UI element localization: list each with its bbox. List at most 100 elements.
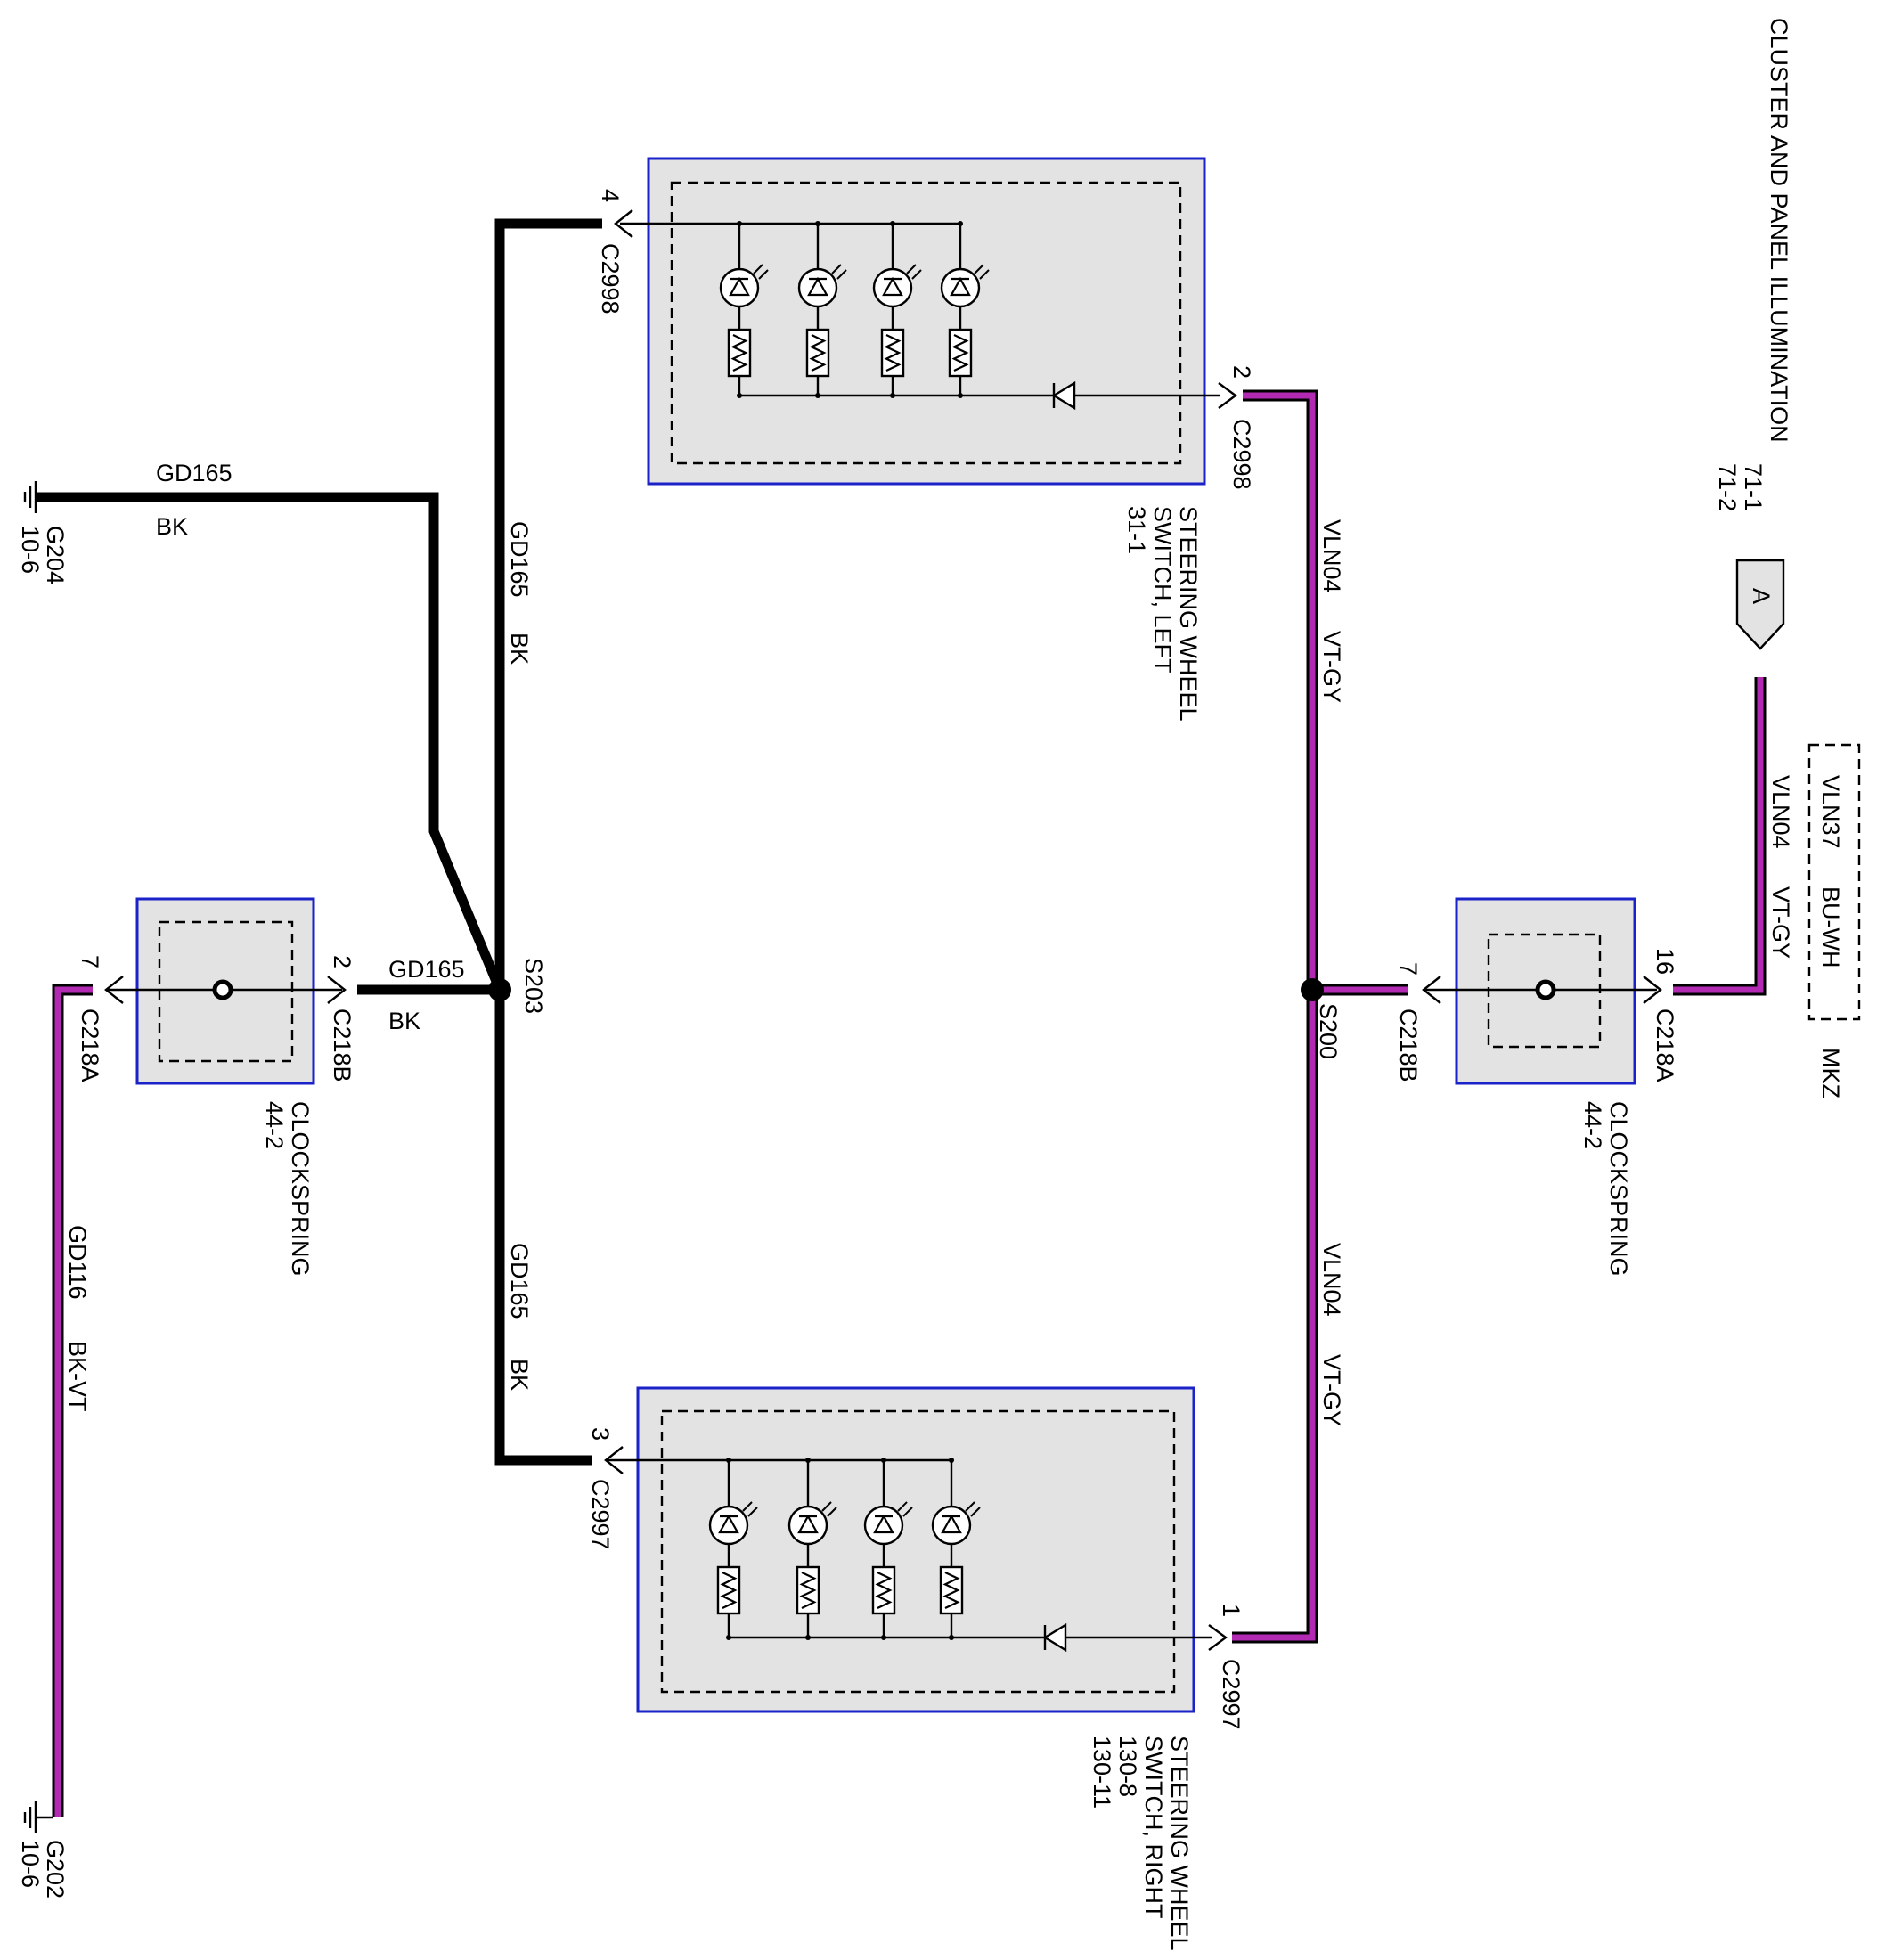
- connector-c218a-pin7-left-arrow: [104, 976, 124, 1004]
- resistor-icon: [796, 1565, 820, 1615]
- steering-switch-left: [620, 157, 1220, 486]
- ground-g202-name: G202: [42, 1840, 69, 1899]
- pin-c2997-3: 3: [587, 1427, 614, 1441]
- pin-c218b-7-right: 7: [1395, 962, 1422, 976]
- right-led-branch-1: [708, 1458, 758, 1640]
- right-led-branch-2: [787, 1458, 837, 1640]
- connector-c2997-pin1-arrow: [1208, 1624, 1228, 1651]
- connector-c218b-pin7-right-arrow: [1422, 976, 1441, 1004]
- connector-c2998-pin4-arrow: [614, 209, 633, 238]
- left-led-branch-1: [719, 221, 769, 398]
- connector-c218b-pin2-left-arrow: [327, 976, 347, 1004]
- label-clockspring-left: CLOCKSPRING 44-2: [261, 1101, 314, 1277]
- led-icon: [931, 1501, 981, 1546]
- left-led-branch-3: [872, 221, 922, 398]
- right-led-branch-3: [863, 1458, 913, 1640]
- ground-g204-page: 10-6: [17, 526, 44, 574]
- led-icon: [872, 264, 922, 308]
- pin-c218a-7-left: 7: [77, 955, 103, 968]
- svg-text:44-2: 44-2: [261, 1101, 288, 1149]
- connector-c218b-right-id: C218B: [1395, 1009, 1422, 1082]
- wire-label-gd165-top-color: BK: [156, 513, 188, 540]
- svg-text:130-11: 130-11: [1089, 1735, 1115, 1809]
- connector-ref-tag: [1735, 559, 1785, 650]
- ground-symbol-g204: [23, 481, 37, 513]
- option-dashed-box: [1807, 743, 1861, 1021]
- title-line-3: 71-2: [1714, 463, 1741, 511]
- pin-c2998-2: 2: [1228, 365, 1255, 379]
- wire-label-gd165-horiz-circuit: GD165: [388, 956, 465, 983]
- option-model: MKZ: [1817, 1048, 1844, 1098]
- wire-gd165-upper: [494, 218, 602, 990]
- pin-c2998-4: 4: [597, 189, 624, 202]
- wire-label-gd165-vert-lower-color: BK: [506, 1359, 533, 1391]
- clockspring-right: [1424, 897, 1657, 1085]
- option-circuit: VLN37: [1817, 775, 1844, 849]
- wire-label-vln04-lower-circuit: VLN04: [1318, 1243, 1345, 1317]
- resistor-icon: [727, 328, 752, 378]
- label-clockspring-right: CLOCKSPRING 44-2: [1579, 1101, 1632, 1277]
- title-line-1: CLUSTER AND PANEL ILLUMINATION: [1766, 18, 1792, 443]
- connector-c2998-4-id: C2998: [597, 243, 624, 314]
- wire-label-vln04-upper-circuit: VLN04: [1318, 519, 1345, 593]
- connector-c2997-1-id: C2997: [1218, 1659, 1244, 1730]
- wire-vln04-right-switch: [1232, 990, 1318, 1644]
- led-group-right: [708, 1458, 981, 1640]
- wire-label-gd116-circuit: GD116: [64, 1225, 91, 1300]
- wire-label-gd165-vert-upper-circuit: GD165: [506, 521, 533, 598]
- led-group-left: [719, 221, 990, 398]
- wire-label-vln04-upper-color: VT-GY: [1318, 631, 1345, 703]
- svg-text:130-8: 130-8: [1114, 1735, 1141, 1797]
- wire-label-gd116-color: BK-VT: [64, 1341, 91, 1412]
- svg-text:SWITCH, RIGHT: SWITCH, RIGHT: [1140, 1735, 1167, 1918]
- connector-c2997-3-id: C2997: [587, 1479, 614, 1550]
- label-steering-switch-right: STEERING WHEEL SWITCH, RIGHT 130-8 130-1…: [1089, 1735, 1193, 1951]
- diode-left: [1051, 380, 1076, 411]
- connector-ref-label: A: [1748, 588, 1775, 604]
- resistor-icon: [880, 328, 905, 378]
- pin-c218a-16-right: 16: [1652, 948, 1678, 975]
- svg-text:CLOCKSPRING: CLOCKSPRING: [287, 1101, 314, 1277]
- wire-vln04-left-switch: [1243, 389, 1318, 990]
- option-color: BU-WH: [1817, 886, 1844, 968]
- wire-gd165-ground-branch: [36, 492, 505, 992]
- wire-label-gd165-top-circuit: GD165: [156, 460, 233, 486]
- led-icon: [863, 1501, 913, 1546]
- steering-switch-right: [608, 1386, 1212, 1713]
- svg-text:SWITCH, LEFT: SWITCH, LEFT: [1149, 506, 1176, 674]
- led-icon: [708, 1501, 758, 1546]
- wire-label-gd165-vert-lower-circuit: GD165: [506, 1243, 533, 1319]
- ground-g204-name: G204: [42, 526, 69, 584]
- svg-text:44-2: 44-2: [1579, 1101, 1606, 1149]
- ground-g202-page: 10-6: [17, 1840, 44, 1888]
- left-led-branch-4: [940, 221, 990, 398]
- splice-s203-label: S203: [520, 958, 547, 1014]
- wire-gd165-lower: [494, 990, 592, 1466]
- right-led-branch-4: [931, 1458, 981, 1640]
- wire-label-vln04-right-color: VT-GY: [1767, 886, 1794, 959]
- svg-text:31-1: 31-1: [1123, 506, 1150, 554]
- pin-c2997-1: 1: [1218, 1604, 1244, 1617]
- clockspring-left: [107, 897, 342, 1085]
- resistor-icon: [948, 328, 973, 378]
- connector-c2997-pin3-arrow: [604, 1446, 624, 1474]
- svg-text:CLOCKSPRING: CLOCKSPRING: [1605, 1101, 1632, 1277]
- svg-text:STEERING WHEEL: STEERING WHEEL: [1175, 506, 1202, 722]
- resistor-icon: [805, 328, 830, 378]
- label-steering-switch-left: STEERING WHEEL SWITCH, LEFT 31-1: [1123, 506, 1202, 722]
- left-led-branch-2: [797, 221, 847, 398]
- page-title: CLUSTER AND PANEL ILLUMINATION 71-1 71-2: [1714, 18, 1792, 511]
- diode-right: [1042, 1622, 1067, 1653]
- led-icon: [787, 1501, 837, 1546]
- wire-label-vln04-lower-color: VT-GY: [1318, 1354, 1345, 1426]
- splice-s203: [488, 978, 511, 1001]
- svg-text:STEERING WHEEL: STEERING WHEEL: [1166, 1735, 1193, 1951]
- connector-c218a-pin16-right-arrow: [1643, 976, 1662, 1004]
- ground-symbol-g202: [23, 1801, 53, 1833]
- wire-label-gd165-horiz-color: BK: [388, 1008, 420, 1034]
- connector-c218a-right-id: C218A: [1652, 1009, 1678, 1082]
- resistor-icon: [871, 1565, 896, 1615]
- title-line-2: 71-1: [1740, 463, 1767, 511]
- connector-c218a-left-id: C218A: [77, 1009, 103, 1082]
- wire-gd116: [52, 984, 93, 1817]
